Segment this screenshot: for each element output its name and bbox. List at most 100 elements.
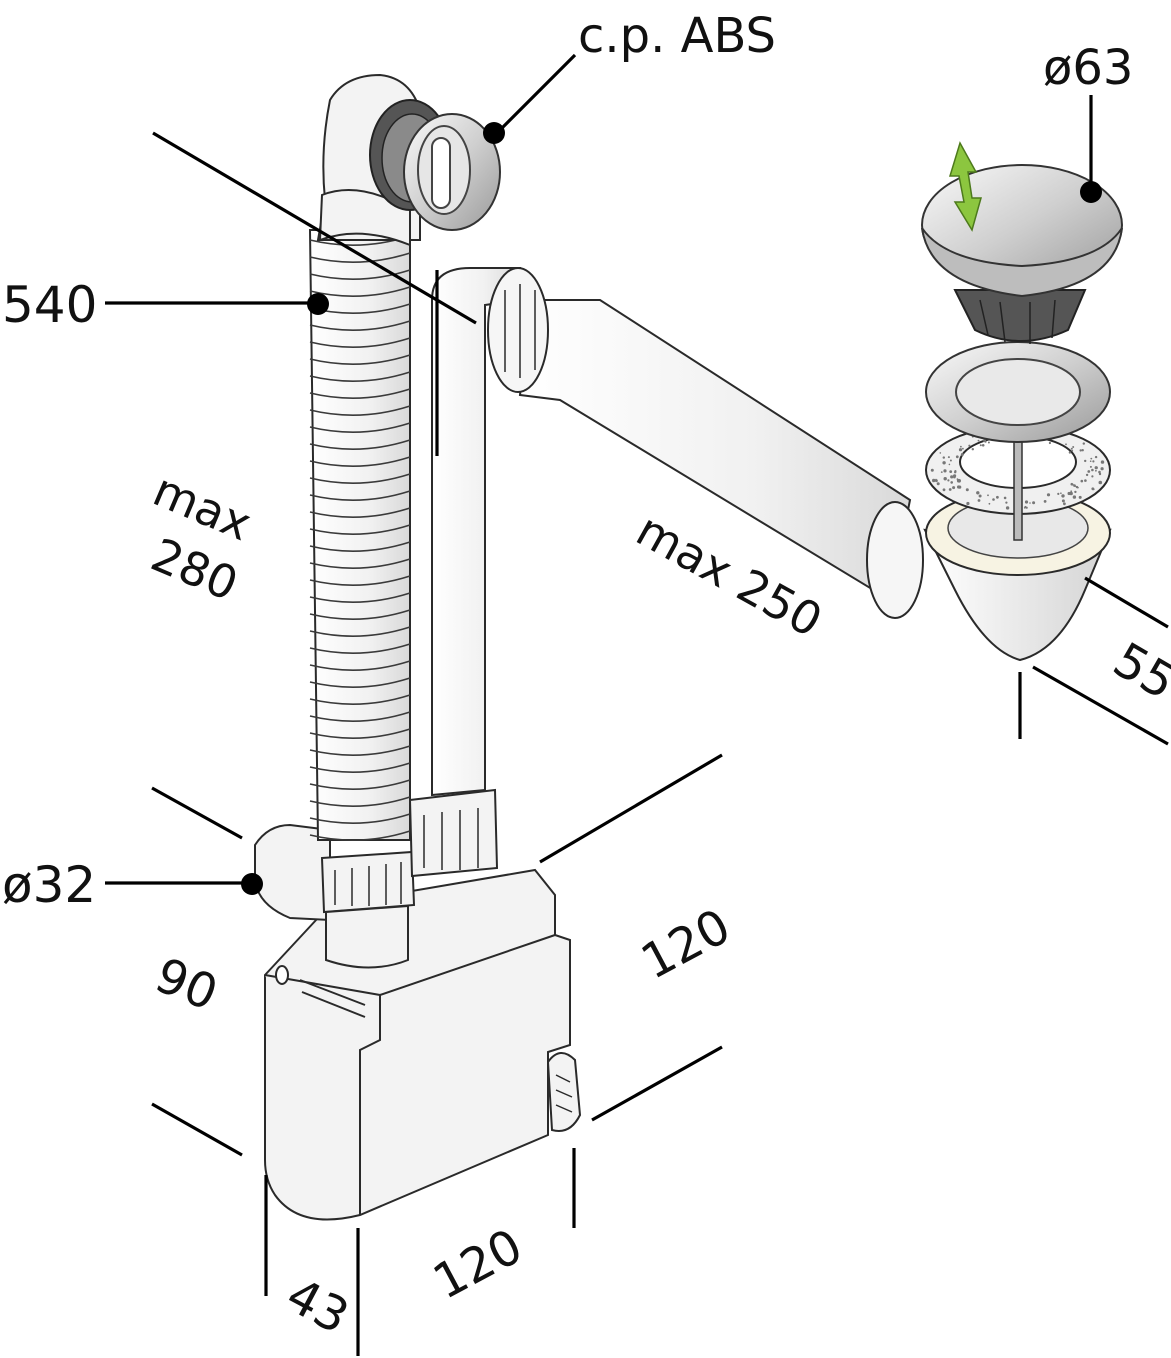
speckle-dot [966,501,970,506]
hose-rib [309,626,411,637]
hose-rib [309,405,411,416]
label-cp-abs: c.p. ABS [578,8,776,64]
speckle-dot [1005,506,1010,510]
speckle-dot [955,455,959,459]
speckle-dot [1072,495,1077,499]
speckle-dot [942,488,946,492]
speckle-dot [1043,500,1047,503]
speckle-dot [1077,486,1079,489]
speckle-dot [977,439,980,442]
hose-rib [309,252,411,263]
speckle-dot [979,444,982,447]
hose-rib [309,456,411,467]
speckle-dot [1091,475,1094,478]
label-120-right: 120 [632,898,739,990]
speckle-dot [1092,488,1095,491]
hose-rib [309,354,411,365]
hose-rib [309,779,411,790]
hose-rib [309,711,411,722]
speckle-dot [942,461,946,465]
speckle-dot [1082,442,1086,445]
speckle-dot [930,468,934,472]
speckle-dot [1057,492,1060,495]
label-120-bottom: 120 [424,1218,531,1310]
speckle-dot [1063,502,1066,506]
hose-ribs [309,235,411,841]
hose-rib [309,694,411,705]
label-dia-32: ø32 [2,856,96,914]
hose-rib [309,286,411,297]
hose-rib [309,830,411,841]
speckle-dot [948,463,951,466]
speckle-dot [1029,502,1031,504]
hose-rib [309,439,411,450]
label-55: 55 [1104,632,1171,711]
hose-rib [309,762,411,773]
speckle-dot [1095,466,1098,469]
speckle-dot [1090,457,1093,460]
speckle-dot [935,478,937,481]
speckle-dot [1003,496,1007,500]
double-headed-arrow-icon [948,141,982,232]
speckle-dot [1072,446,1075,448]
hose-rib [309,643,411,654]
speckle-dot [932,478,936,483]
speckle-dot [977,499,981,502]
flex-hose [308,73,501,969]
hose-rib [309,745,411,756]
hose-rib [309,337,411,348]
hose-rib [309,796,411,807]
speckle-dot [1094,455,1098,459]
speckle-dot [960,453,964,456]
speckle-dot [968,444,971,447]
speckle-dot [1079,449,1082,452]
speckle-dot [1071,449,1074,452]
speckle-dot [1085,473,1089,477]
hose-rib [309,609,411,620]
speckle-dot [978,494,982,498]
hose-rib [309,320,411,331]
rigid-pipe [408,267,924,878]
speckle-dot [1074,485,1077,487]
speckle-dot [1100,467,1104,471]
speckle-dot [1061,494,1065,498]
speckle-dot [971,448,974,451]
speckle-dot [948,488,952,491]
speckle-dot [1098,472,1102,476]
hose-rib [309,575,411,586]
speckle-dot [1100,460,1105,464]
speckle-dot [981,444,985,447]
hose-rib [309,813,411,824]
speckle-dot [1098,470,1101,474]
speckle-dot [957,485,961,489]
speckle-dot [1089,465,1092,468]
speckle-dot [1084,479,1087,482]
speckle-dot [987,441,990,444]
speckle-dot [1048,441,1051,445]
speckle-dot [942,456,945,459]
speckle-dot [1074,490,1077,494]
speckle-dot [1046,493,1051,497]
hose-rib [309,660,411,671]
speckle-dot [996,495,999,499]
speckle-dot [1060,492,1062,495]
hose-rib [309,371,411,382]
hose-rib [309,422,411,433]
speckle-dot [1023,506,1026,509]
speckle-dot [1091,468,1094,472]
speckle-dot [957,479,961,483]
speckle-dot [1084,459,1087,463]
trap-body [254,823,582,1221]
hose-rib [309,388,411,399]
speckle-dot [958,448,963,452]
hose-rib [309,592,411,603]
speckle-dot [1005,501,1008,504]
speckle-dot [1081,449,1084,452]
speckle-dot [949,470,953,473]
speckle-dot [960,445,962,448]
label-dia-63: ø63 [1043,40,1133,96]
hose-rib [309,558,411,569]
hose-rib [309,677,411,688]
speckle-dot [965,488,969,492]
